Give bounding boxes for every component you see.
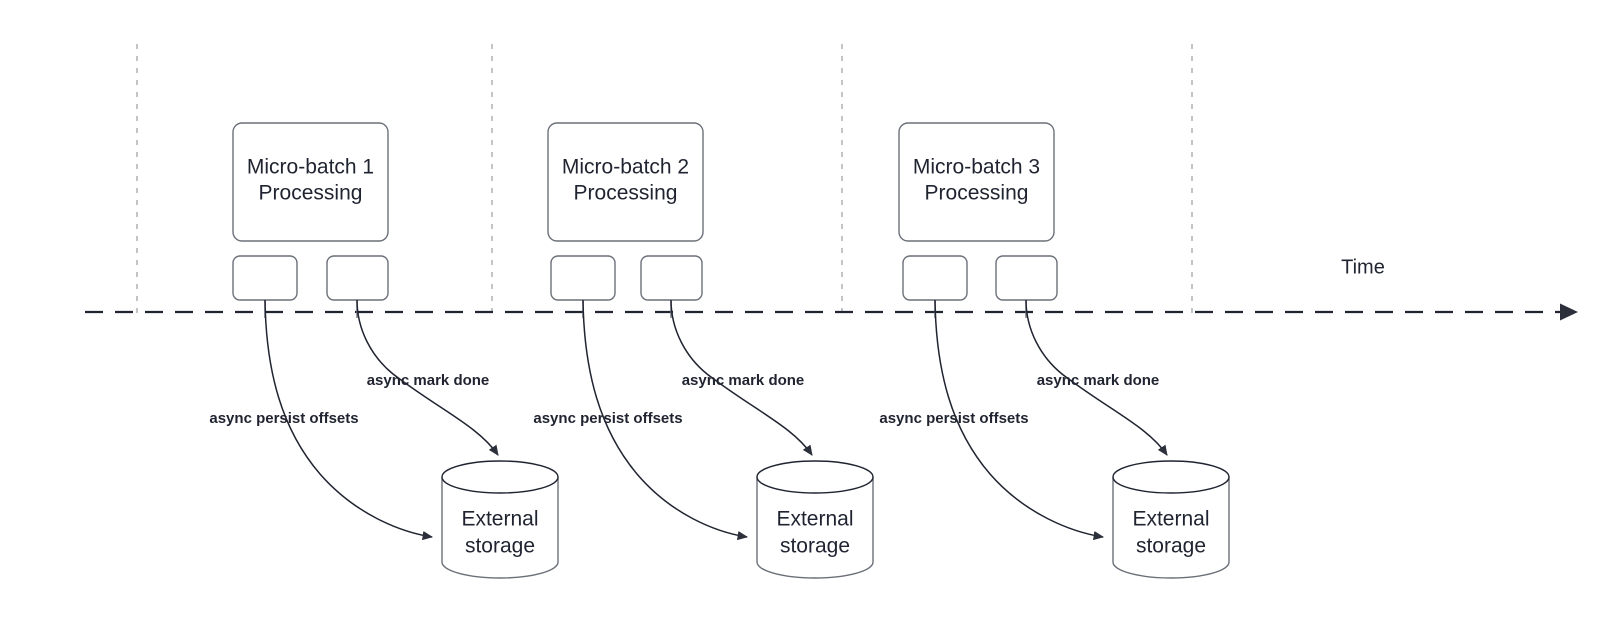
micro-batch-2-mark-done-arrow: [670, 299, 813, 456]
micro-batch-3-label-line2: Processing: [925, 182, 1029, 205]
tick-lines: [136, 44, 1193, 320]
micro-batch-1-persist-offsets-label: async persist offsets: [209, 410, 358, 427]
micro-batch-2-persist-offsets-arrow: [582, 299, 749, 541]
micro-batch-3-external-storage[interactable]: External storage: [1112, 460, 1230, 579]
micro-batch-3-mark-done-label: async mark done: [1037, 372, 1160, 389]
micro-batch-1-persist-offsets-arrow: [264, 299, 434, 541]
micro-batch-1-storage-label-line2: storage: [465, 535, 535, 558]
micro-batch-3-storage-label-line2: storage: [1136, 535, 1206, 558]
micro-batch-3-mark-done-arrow: [1025, 299, 1168, 456]
micro-batch-2-label-line2: Processing: [574, 182, 678, 205]
micro-batch-2-storage-label-line1: External: [776, 508, 853, 531]
micro-batch-3-storage-label-line1: External: [1132, 508, 1209, 531]
time-axis: Time: [85, 256, 1578, 321]
micro-batch-1-box[interactable]: [232, 122, 389, 242]
micro-batch-1-external-storage[interactable]: External storage: [441, 460, 559, 579]
micro-batch-3-persist-offsets-label: async persist offsets: [879, 410, 1028, 427]
micro-batch-1-mark-done-arrow: [356, 299, 499, 456]
micro-batch-1-label-line1: Micro-batch 1: [247, 156, 374, 179]
micro-batch-3-persist-offsets-arrow: [934, 299, 1105, 541]
micro-batch-1-storage-label-line1: External: [461, 508, 538, 531]
micro-batch-2-box[interactable]: [547, 122, 704, 242]
micro-batch-2-label-line1: Micro-batch 2: [562, 156, 689, 179]
micro-batch-1-persist-offsets-task[interactable]: [232, 255, 298, 301]
micro-batch-2-persist-offsets-label: async persist offsets: [533, 410, 682, 427]
micro-batch-group-2: Micro-batch 2 Processing async persist o…: [533, 122, 874, 579]
micro-batch-3-mark-done-task[interactable]: [995, 255, 1058, 301]
micro-batch-2-mark-done-task[interactable]: [640, 255, 703, 301]
micro-batch-group-1: Micro-batch 1 Processing async persist o…: [209, 122, 559, 579]
micro-batch-2-external-storage[interactable]: External storage: [756, 460, 874, 579]
micro-batch-3-box[interactable]: [898, 122, 1055, 242]
micro-batch-2-persist-offsets-task[interactable]: [550, 255, 616, 301]
micro-batch-3-persist-offsets-task[interactable]: [902, 255, 968, 301]
micro-batch-group-3: Micro-batch 3 Processing async persist o…: [879, 122, 1230, 579]
micro-batch-2-mark-done-label: async mark done: [682, 372, 805, 389]
micro-batch-1-mark-done-label: async mark done: [367, 372, 490, 389]
time-axis-arrowhead: [1560, 303, 1578, 321]
micro-batch-1-label-line2: Processing: [259, 182, 363, 205]
micro-batch-3-label-line1: Micro-batch 3: [913, 156, 1040, 179]
micro-batch-2-storage-label-line2: storage: [780, 535, 850, 558]
micro-batch-1-mark-done-task[interactable]: [326, 255, 389, 301]
time-axis-label: Time: [1341, 256, 1385, 278]
